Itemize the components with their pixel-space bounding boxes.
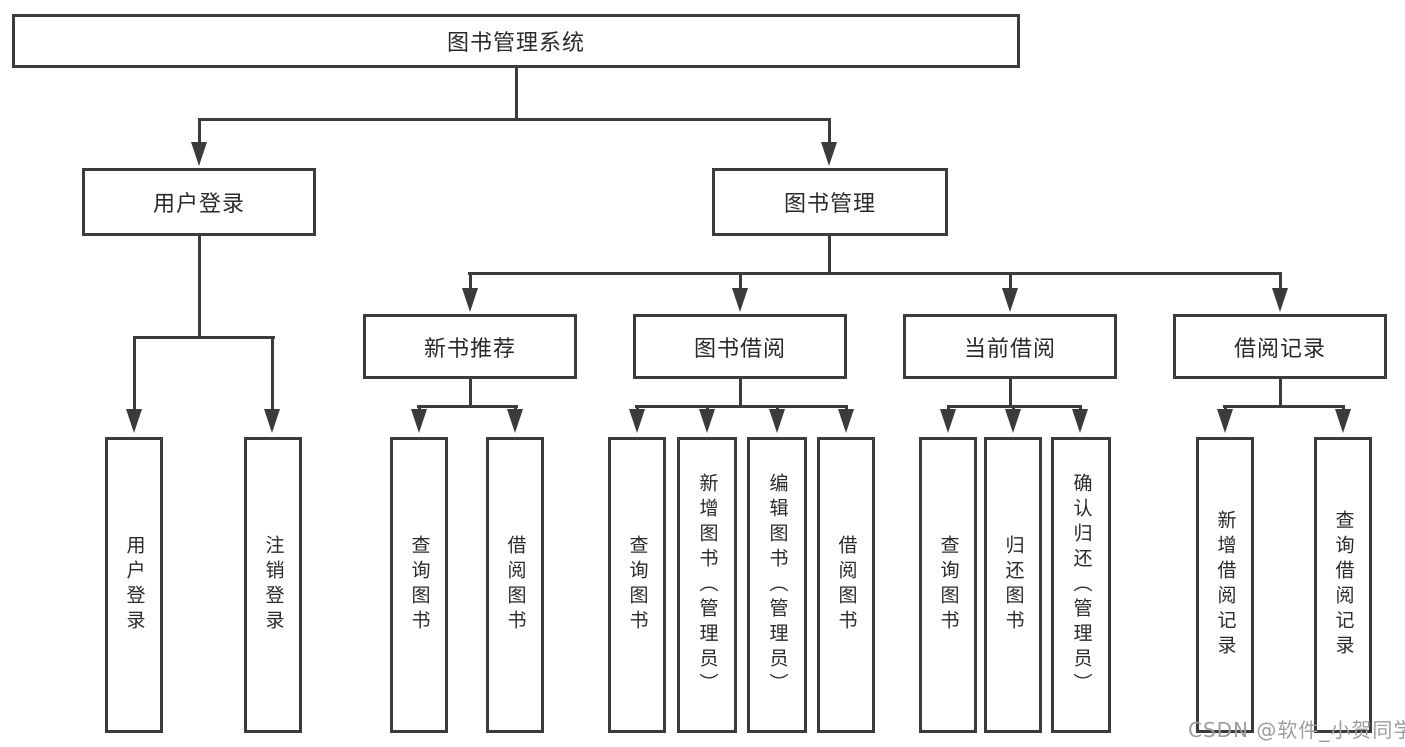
- leaf-records-add-record-label: 新增借阅记录: [1214, 510, 1237, 660]
- connector-line: [1223, 405, 1345, 408]
- leaf-logout: 注销登录: [244, 437, 302, 733]
- connector-line: [469, 272, 472, 294]
- leaf-records-query-record-label: 查询借阅记录: [1332, 510, 1355, 660]
- connector-line: [133, 336, 275, 339]
- leaf-user-login-label: 用户登录: [123, 535, 146, 635]
- leaf-recommend-borrow-books-label: 借阅图书: [504, 535, 527, 635]
- node-current-borrow: 当前借阅: [903, 314, 1117, 379]
- connector-line: [271, 336, 274, 412]
- leaf-recommend-query-books: 查询图书: [390, 437, 448, 733]
- node-book-borrow-label: 图书借阅: [693, 336, 786, 362]
- connector-line: [828, 236, 831, 272]
- leaf-borrow-add-books-admin-label: 新增图书（管理员）: [696, 472, 719, 698]
- leaf-borrow-query-books-label: 查询图书: [626, 535, 649, 635]
- arrow-down-icon: [126, 409, 142, 433]
- connector-line: [133, 336, 136, 412]
- arrow-down-icon: [264, 409, 280, 433]
- connector-line: [198, 118, 831, 121]
- leaf-borrow-edit-books-admin-label: 编辑图书（管理员）: [766, 472, 789, 698]
- connector-line: [417, 405, 518, 408]
- leaf-current-return-books: 归还图书: [984, 437, 1042, 733]
- arrow-down-icon: [411, 409, 427, 433]
- node-root-system: 图书管理系统: [12, 14, 1020, 68]
- arrow-down-icon: [940, 409, 956, 433]
- leaf-records-query-record: 查询借阅记录: [1314, 437, 1372, 733]
- node-new-book-recommend-label: 新书推荐: [423, 336, 516, 362]
- arrow-down-icon: [1217, 409, 1233, 433]
- connector-line: [1279, 272, 1282, 294]
- connector-line: [739, 272, 742, 294]
- connector-line: [828, 118, 831, 148]
- arrow-down-icon: [1335, 409, 1351, 433]
- arrow-down-icon: [1072, 409, 1088, 433]
- node-book-borrow: 图书借阅: [633, 314, 847, 379]
- leaf-current-return-books-label: 归还图书: [1002, 535, 1025, 635]
- arrow-down-icon: [629, 409, 645, 433]
- arrow-down-icon: [507, 409, 523, 433]
- connector-line: [469, 379, 472, 405]
- leaf-current-confirm-return-admin: 确认归还（管理员）: [1051, 437, 1111, 733]
- node-book-management-label: 图书管理: [783, 192, 876, 217]
- node-book-management: 图书管理: [712, 168, 948, 236]
- arrow-down-icon: [821, 142, 837, 166]
- leaf-borrow-borrow-books-label: 借阅图书: [835, 535, 858, 635]
- leaf-recommend-borrow-books: 借阅图书: [486, 437, 544, 733]
- node-borrow-records-label: 借阅记录: [1233, 336, 1326, 362]
- connector-line: [198, 236, 201, 336]
- connector-line: [1009, 272, 1012, 294]
- node-borrow-records: 借阅记录: [1173, 314, 1387, 379]
- connector-line: [468, 272, 1282, 275]
- arrow-down-icon: [1005, 409, 1021, 433]
- leaf-records-add-record: 新增借阅记录: [1196, 437, 1254, 733]
- node-current-borrow-label: 当前借阅: [963, 336, 1056, 362]
- leaf-borrow-add-books-admin: 新增图书（管理员）: [677, 437, 737, 733]
- csdn-watermark: CSDN @软件_小贺同学: [1188, 718, 1405, 742]
- connector-line: [739, 379, 742, 405]
- arrow-down-icon: [1002, 288, 1018, 312]
- arrow-down-icon: [769, 409, 785, 433]
- node-user-login: 用户登录: [82, 168, 316, 236]
- arrow-down-icon: [191, 142, 207, 166]
- connector-line: [635, 405, 848, 408]
- leaf-recommend-query-books-label: 查询图书: [408, 535, 431, 635]
- arrow-down-icon: [699, 409, 715, 433]
- leaf-user-login: 用户登录: [105, 437, 163, 733]
- leaf-borrow-edit-books-admin: 编辑图书（管理员）: [747, 437, 807, 733]
- arrow-down-icon: [838, 409, 854, 433]
- arrow-down-icon: [1272, 288, 1288, 312]
- leaf-borrow-borrow-books: 借阅图书: [817, 437, 875, 733]
- node-user-login-label: 用户登录: [152, 192, 245, 217]
- connector-line: [1279, 379, 1282, 405]
- leaf-borrow-query-books: 查询图书: [608, 437, 666, 733]
- arrow-down-icon: [732, 288, 748, 312]
- connector-line: [1009, 379, 1012, 405]
- leaf-current-query-books-label: 查询图书: [937, 535, 960, 635]
- leaf-logout-label: 注销登录: [262, 535, 285, 635]
- connector-line: [515, 68, 518, 118]
- node-root-label: 图书管理系统: [446, 31, 585, 56]
- leaf-current-query-books: 查询图书: [919, 437, 977, 733]
- leaf-current-confirm-return-admin-label: 确认归还（管理员）: [1070, 472, 1093, 698]
- arrow-down-icon: [462, 288, 478, 312]
- node-new-book-recommend: 新书推荐: [363, 314, 577, 379]
- connector-line: [198, 118, 201, 148]
